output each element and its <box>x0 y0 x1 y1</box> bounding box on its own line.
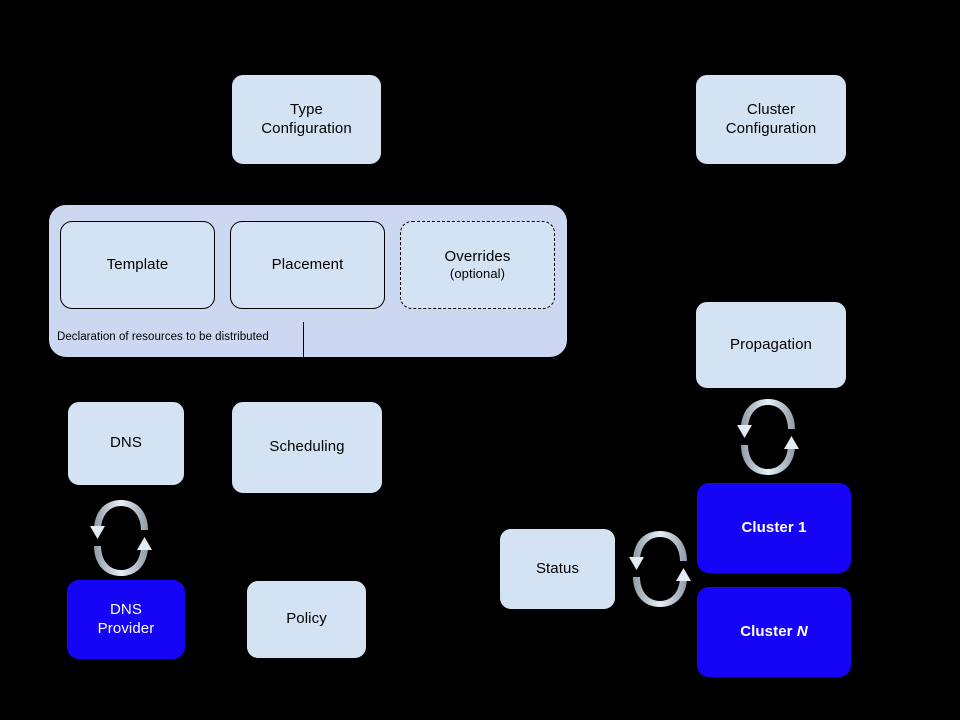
node-type-configuration-text: Type Configuration <box>261 101 352 138</box>
node-type-configuration-line2: Configuration <box>261 119 352 137</box>
node-propagation-label: Propagation <box>730 335 812 353</box>
node-cluster-n[interactable]: Cluster N <box>697 587 851 677</box>
node-dns[interactable]: DNS <box>67 401 185 486</box>
node-type-configuration[interactable]: Type Configuration <box>231 74 382 165</box>
node-dns-provider-line1: DNS <box>110 601 142 619</box>
node-placement[interactable]: Placement <box>230 221 385 309</box>
node-dns-provider-text: DNS Provider <box>98 601 155 638</box>
node-dns-label: DNS <box>110 434 142 452</box>
node-placement-label: Placement <box>271 255 344 273</box>
node-cluster-configuration-line1: Cluster <box>746 101 796 119</box>
node-scheduling-label: Scheduling <box>269 438 345 456</box>
node-cluster-configuration-line2: Configuration <box>725 119 817 137</box>
node-type-configuration-line1: Type <box>290 101 323 119</box>
node-template[interactable]: Template <box>60 221 215 309</box>
sync-icon-propagation-cluster <box>737 399 799 475</box>
node-cluster-1-text: Cluster 1 <box>741 519 806 537</box>
node-status[interactable]: Status <box>499 528 616 610</box>
node-cluster-1-prefix: Cluster <box>741 518 799 536</box>
sync-icon-status-cluster <box>629 531 691 607</box>
node-cluster-1-suffix: 1 <box>798 518 807 536</box>
node-overrides-sublabel: (optional) <box>449 266 506 282</box>
node-overrides[interactable]: Overrides (optional) <box>400 221 555 309</box>
node-dns-provider[interactable]: DNS Provider <box>67 580 185 659</box>
node-cluster-n-text: Cluster N <box>740 623 808 641</box>
node-status-label: Status <box>535 559 580 577</box>
node-template-label: Template <box>106 255 169 273</box>
caption-divider <box>303 322 304 358</box>
node-cluster-n-prefix: Cluster <box>740 622 797 640</box>
node-propagation[interactable]: Propagation <box>695 301 847 389</box>
node-policy-label: Policy <box>286 610 327 628</box>
sync-icon-dns-provider <box>90 500 152 576</box>
node-scheduling[interactable]: Scheduling <box>231 401 383 494</box>
node-policy[interactable]: Policy <box>246 580 367 659</box>
node-overrides-text: Overrides (optional) <box>445 248 511 282</box>
node-cluster-configuration-text: Cluster Configuration <box>726 101 817 138</box>
group-caption: Declaration of resources to be distribut… <box>57 331 269 343</box>
node-cluster-1[interactable]: Cluster 1 <box>697 483 851 573</box>
node-dns-provider-line2: Provider <box>97 619 155 637</box>
node-cluster-n-suffix: N <box>796 622 808 640</box>
node-cluster-configuration[interactable]: Cluster Configuration <box>695 74 847 165</box>
node-overrides-label: Overrides <box>444 247 511 265</box>
